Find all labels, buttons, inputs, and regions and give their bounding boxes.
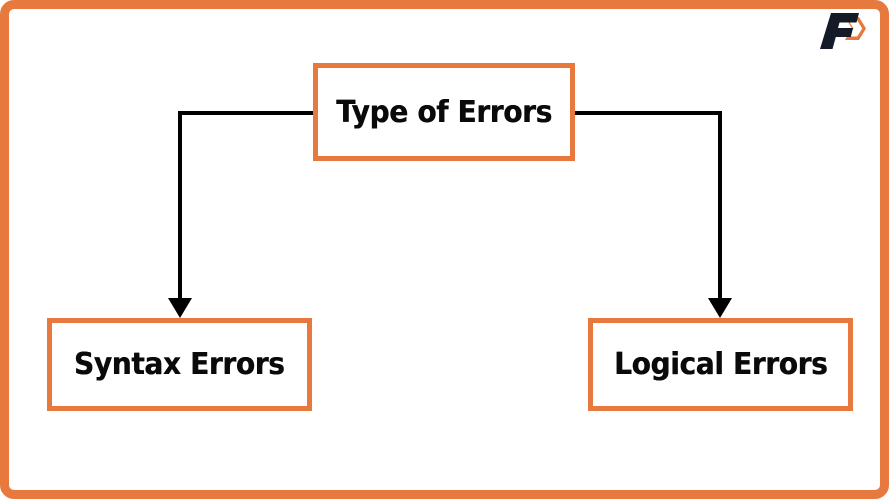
arrowhead-syntax-icon [168, 298, 192, 318]
edge-root-to-syntax [178, 111, 313, 300]
logo-letter-f [820, 13, 859, 49]
node-label-logical: Logical Errors [613, 347, 828, 382]
f-arrow-logo-icon [820, 13, 866, 49]
node-label-syntax: Syntax Errors [74, 347, 285, 382]
edge-root-to-logical [575, 111, 722, 300]
node-type-of-errors[interactable]: Type of Errors [313, 63, 575, 161]
logo-chevron-inner [848, 20, 863, 37]
node-label-root: Type of Errors [336, 94, 552, 130]
arrowhead-logical-icon [708, 298, 732, 318]
node-logical-errors[interactable]: Logical Errors [588, 318, 853, 411]
node-syntax-errors[interactable]: Syntax Errors [47, 318, 312, 411]
